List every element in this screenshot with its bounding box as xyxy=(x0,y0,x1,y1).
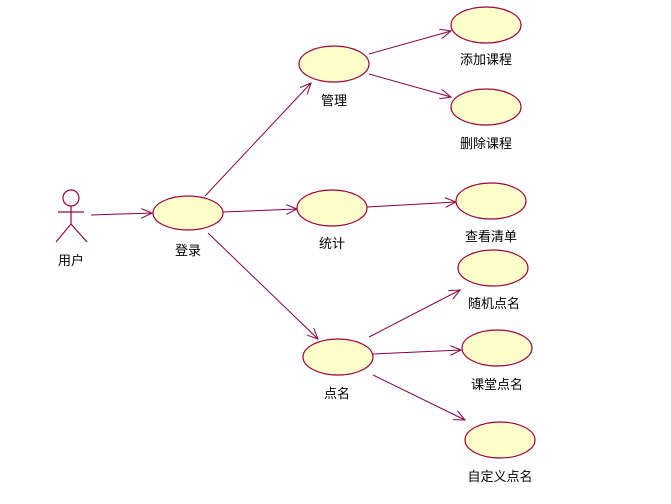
usecase-manage[interactable]: 管理 xyxy=(298,45,370,109)
usecase-delete-course-label: 删除课程 xyxy=(460,137,512,152)
edge-rollcall-random xyxy=(368,290,460,338)
edge-rollcall-custom xyxy=(372,374,465,420)
edge-manage-delete xyxy=(368,73,451,97)
edge-manage-add xyxy=(368,31,451,55)
usecase-delete-course[interactable]: 删除课程 xyxy=(450,88,522,152)
usecase-rollcall-label: 点名 xyxy=(324,386,350,402)
usecase-random-rollcall[interactable]: 随机点名 xyxy=(457,249,529,312)
usecase-manage-label: 管理 xyxy=(321,94,347,109)
usecase-class-rollcall-label: 课堂点名 xyxy=(471,377,523,393)
edge-stats-view xyxy=(366,202,456,207)
usecase-custom-rollcall[interactable]: 自定义点名 xyxy=(464,421,536,485)
edge-user-login xyxy=(90,213,152,215)
usecase-view-list[interactable]: 查看清单 xyxy=(455,182,527,245)
usecase-add-course-label: 添加课程 xyxy=(460,53,512,68)
edge-login-stats xyxy=(222,209,297,212)
usecase-random-rollcall-label: 随机点名 xyxy=(468,296,520,312)
actor-label: 用户 xyxy=(58,253,84,269)
usecase-stats-label: 统计 xyxy=(319,237,345,252)
edge-login-manage xyxy=(204,83,311,197)
actor-head xyxy=(62,189,80,207)
usecase-login-label: 登录 xyxy=(175,244,201,259)
usecase-view-list-label: 查看清单 xyxy=(465,229,517,245)
edge-login-rollcall xyxy=(207,232,318,339)
usecase-custom-rollcall-label: 自定义点名 xyxy=(467,469,532,485)
usecase-login[interactable]: 登录 xyxy=(152,195,224,259)
usecase-class-rollcall[interactable]: 课堂点名 xyxy=(461,329,533,393)
edge-rollcall-class xyxy=(372,350,461,354)
usecase-add-course[interactable]: 添加课程 xyxy=(450,6,522,68)
actor-user[interactable]: 用户 xyxy=(55,189,88,269)
actor-right-leg xyxy=(70,223,88,243)
actor-left-leg xyxy=(55,223,72,243)
usecase-stats[interactable]: 统计 xyxy=(296,189,368,252)
usecase-rollcall[interactable]: 点名 xyxy=(302,338,374,402)
